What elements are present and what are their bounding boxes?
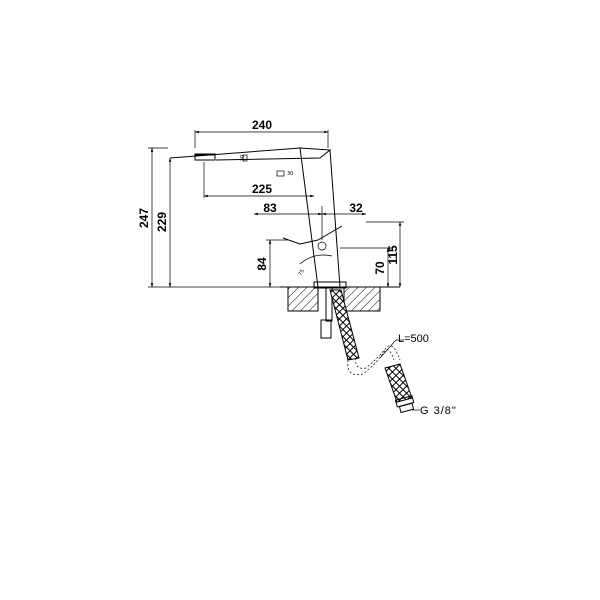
hose-thread-label: G 3/8" xyxy=(420,405,457,417)
dim-left-offset: 83 xyxy=(263,201,277,215)
dim-width-top: 240 xyxy=(252,118,272,132)
dim-total-height: 247 xyxy=(137,208,151,228)
dimension-lines xyxy=(148,130,420,411)
dim-spout-reach: 225 xyxy=(252,182,272,196)
dim-spout-height: 229 xyxy=(155,212,169,232)
dim-lever-height-left: 84 xyxy=(255,257,269,271)
supply-hose xyxy=(320,286,415,414)
spout-angle-label: 30 xyxy=(240,155,246,161)
dim-body-height: 115 xyxy=(386,245,400,265)
lever-angle-label: 75 xyxy=(298,268,306,277)
countertop xyxy=(280,286,400,312)
hose-length-label: L=500 xyxy=(398,333,429,345)
dim-right-offset: 32 xyxy=(349,201,363,215)
spray-angle-label: 30 xyxy=(287,171,293,177)
dim-lever-height-right: 70 xyxy=(373,261,387,275)
